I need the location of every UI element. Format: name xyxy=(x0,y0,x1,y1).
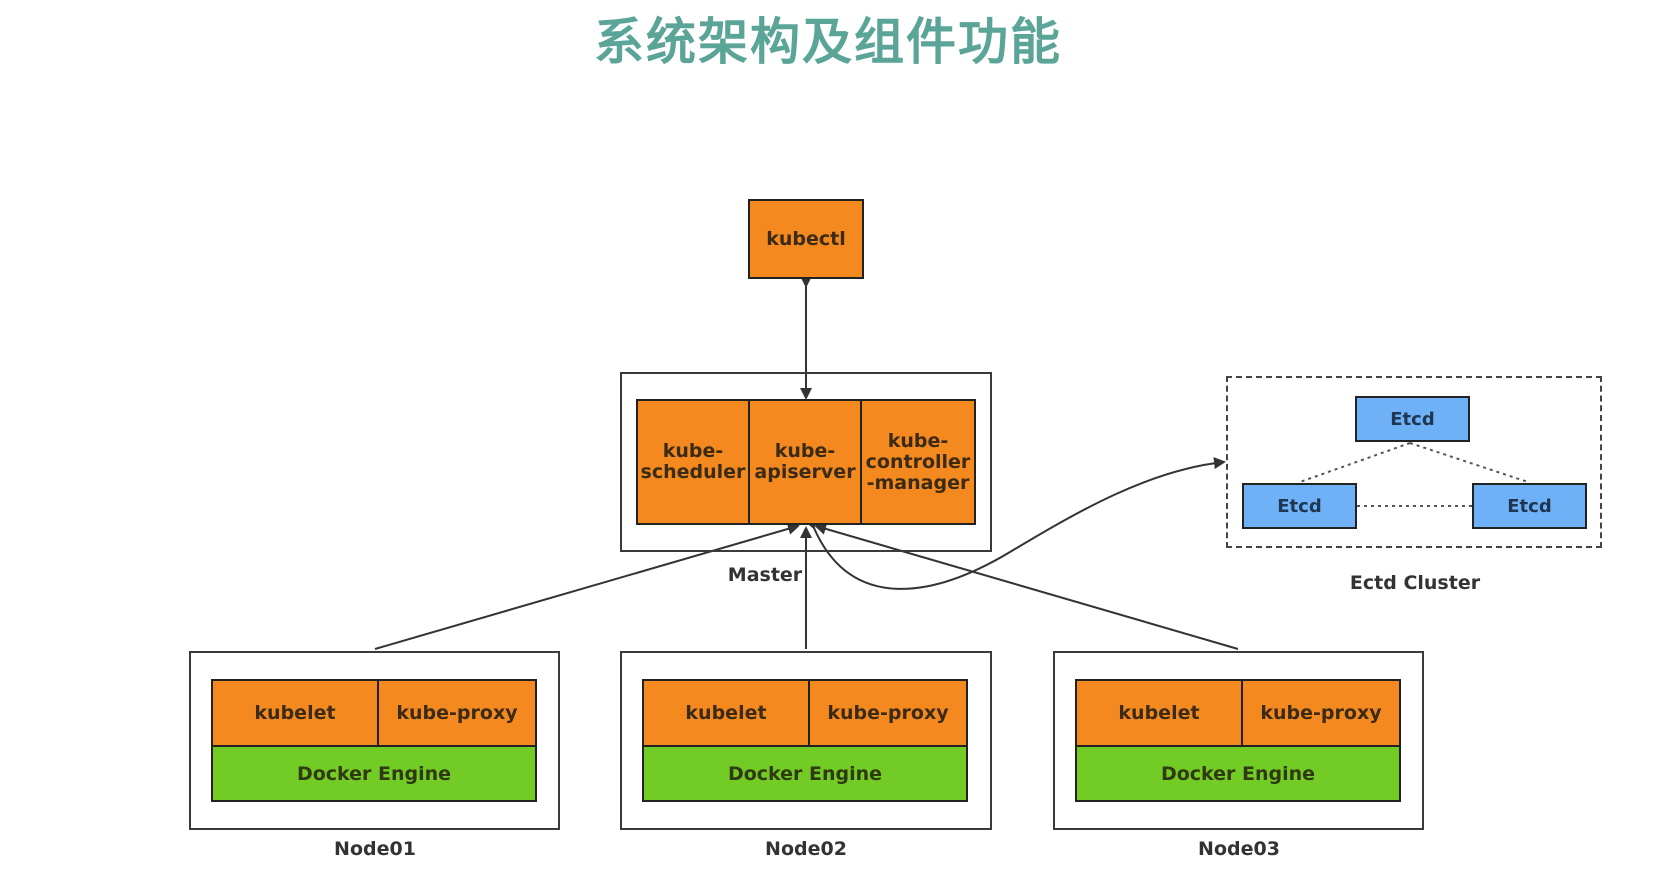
node03-kubelet: kubelet xyxy=(1075,679,1243,747)
node01-docker-engine: Docker Engine xyxy=(211,745,537,802)
node02-kubelet: kubelet xyxy=(642,679,810,747)
page-title: 系统架构及组件功能 xyxy=(594,13,1062,71)
node02-label: Node02 xyxy=(765,838,847,860)
etcd-cluster-frame xyxy=(1226,376,1602,548)
node03-docker-engine: Docker Engine xyxy=(1075,745,1401,802)
node02-docker-engine: Docker Engine xyxy=(642,745,968,802)
etcd-cluster-label: Ectd Cluster xyxy=(1349,572,1481,594)
node01-apiserver-arrow xyxy=(374,523,800,650)
node03-apiserver-arrow xyxy=(814,523,1239,650)
etcd-node-left: Etcd xyxy=(1242,483,1357,529)
kube-scheduler-box: kube- scheduler xyxy=(636,399,750,525)
kube-controller-manager-box: kube- controller -manager xyxy=(860,399,976,525)
etcd-link-top-left xyxy=(1299,442,1411,483)
master-frame xyxy=(620,372,992,552)
node02-kube-proxy: kube-proxy xyxy=(808,679,968,747)
etcd-node-right: Etcd xyxy=(1472,483,1587,529)
etcd-node-top: Etcd xyxy=(1355,396,1470,442)
kube-apiserver-box: kube- apiserver xyxy=(748,399,862,525)
node03-label: Node03 xyxy=(1198,838,1280,860)
node01-kubelet: kubelet xyxy=(211,679,379,747)
apiserver-etcd-arrow xyxy=(804,457,1226,590)
node01-label: Node01 xyxy=(334,838,416,860)
node03-kube-proxy: kube-proxy xyxy=(1241,679,1401,747)
master-label: Master xyxy=(727,564,803,586)
node01-kube-proxy: kube-proxy xyxy=(377,679,537,747)
kubectl-box: kubectl xyxy=(748,199,864,279)
